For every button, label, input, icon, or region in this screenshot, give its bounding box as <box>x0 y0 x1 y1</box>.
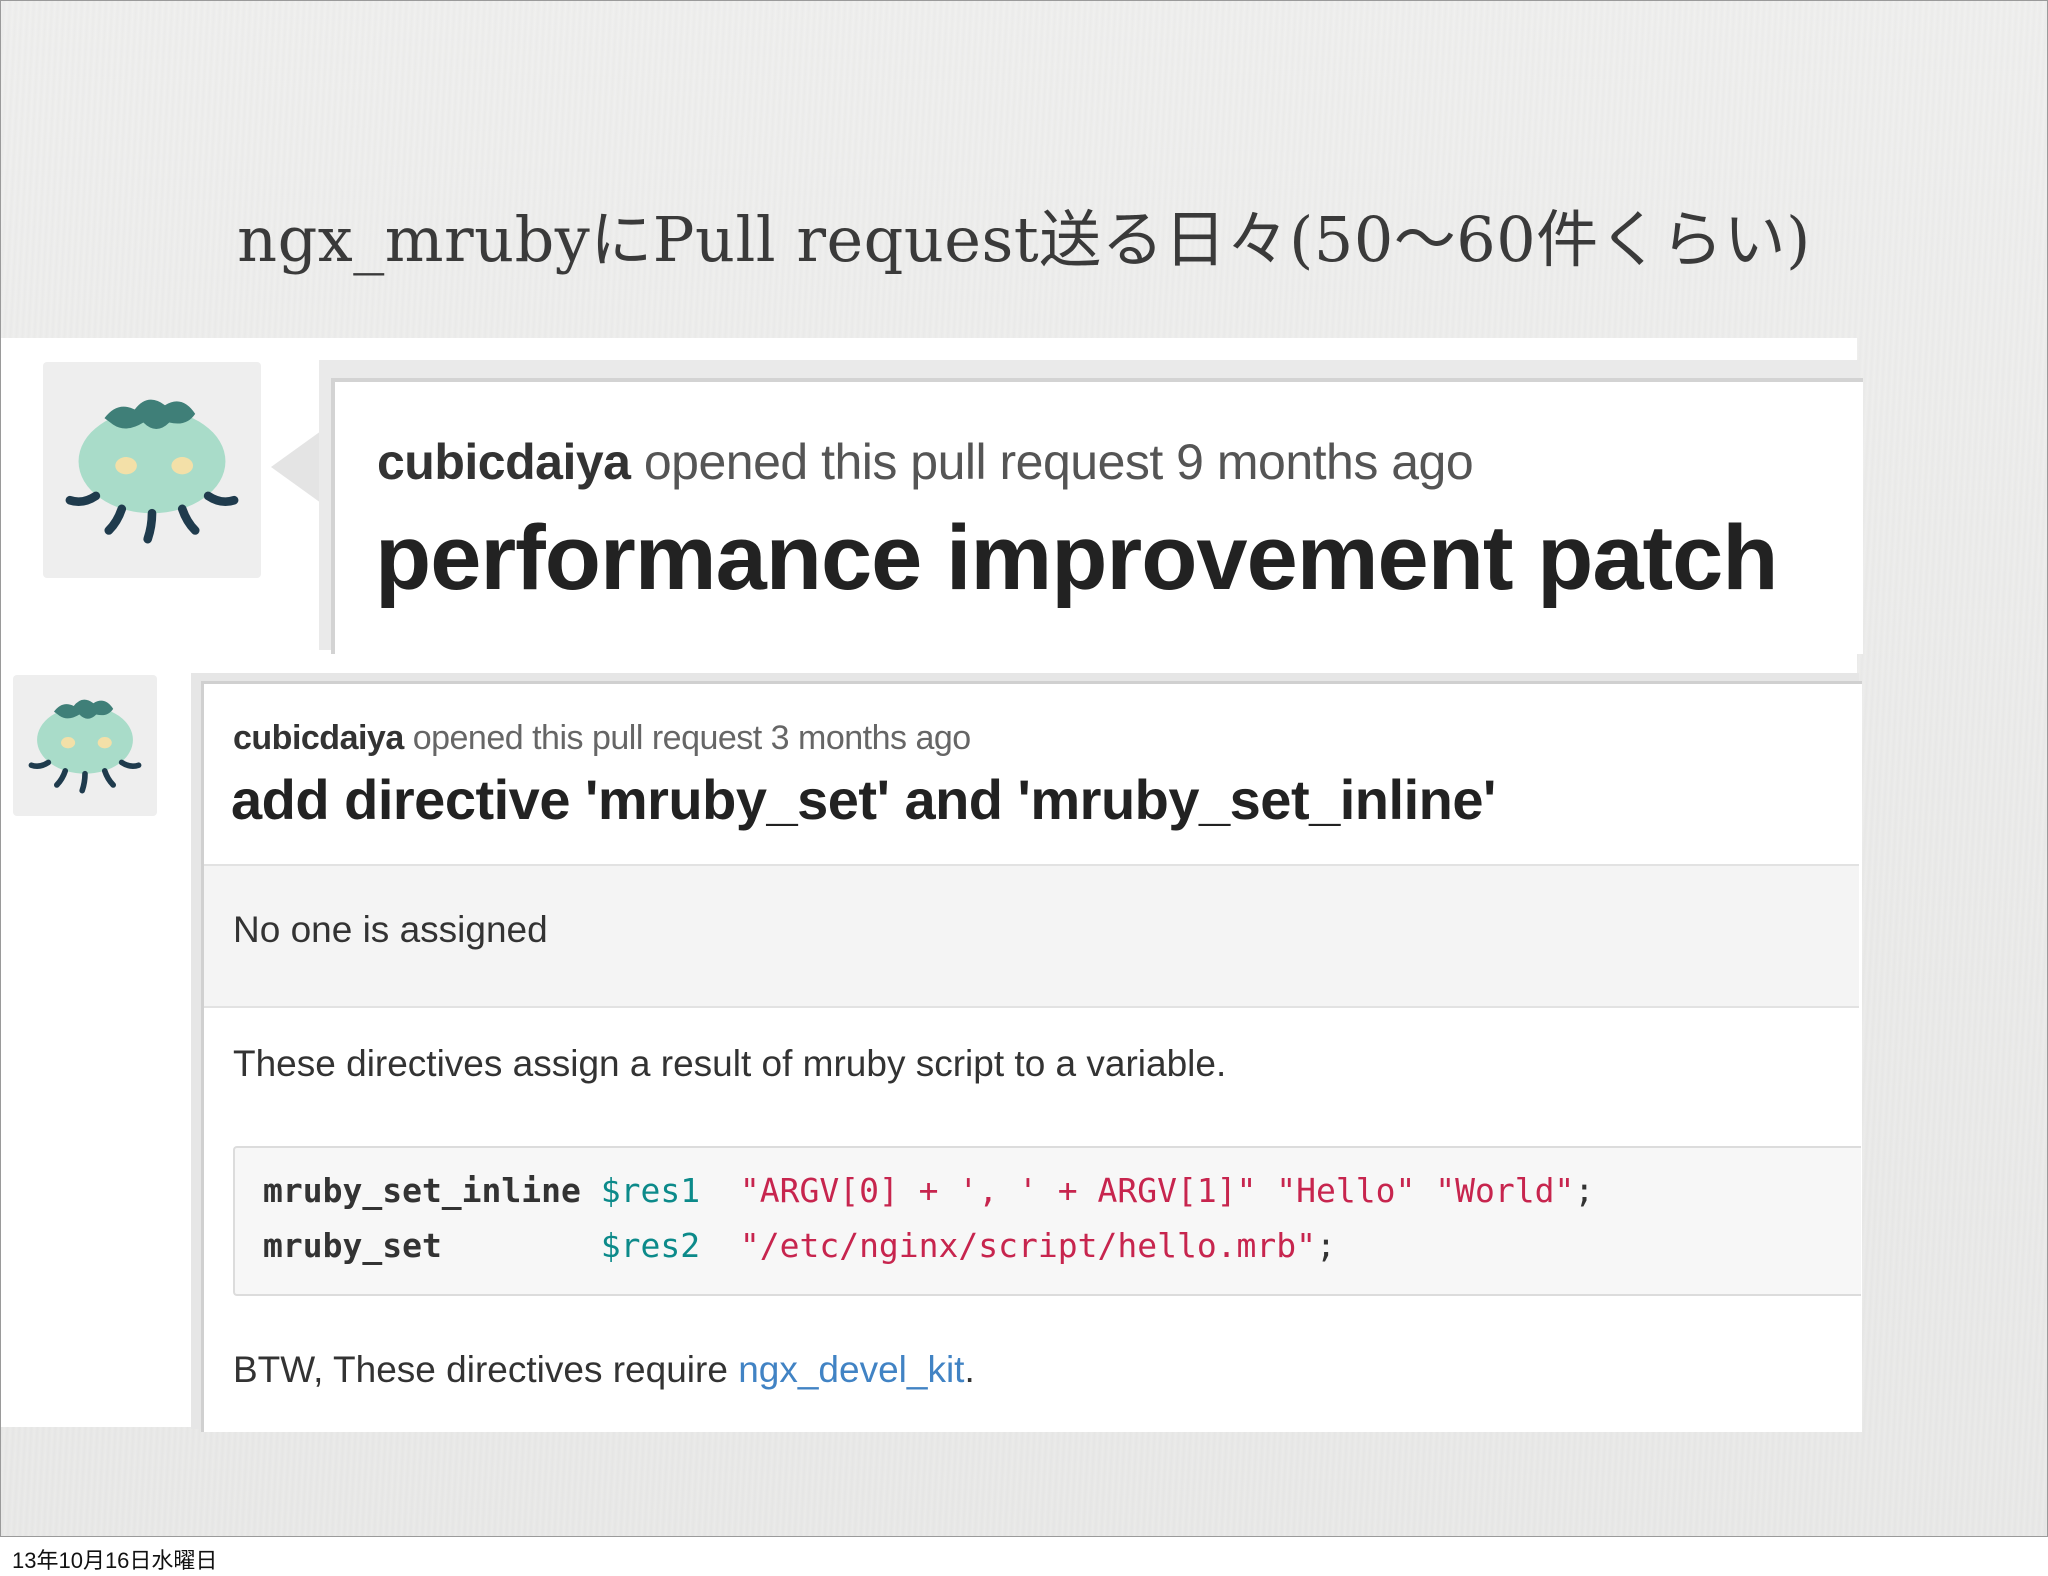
pr2-avatar[interactable] <box>13 675 157 816</box>
code-args: "ARGV[0] + ', ' + ARGV[1]" "Hello" "Worl… <box>739 1171 1575 1210</box>
btw-prefix: BTW, These directives require <box>233 1349 739 1390</box>
code-block <box>233 1146 1861 1296</box>
code-terminator: ; <box>1574 1171 1595 1210</box>
btw-suffix: . <box>964 1349 975 1390</box>
code-terminator: ; <box>1316 1226 1336 1265</box>
btw-note: BTW, These directives require ngx_devel_… <box>233 1349 975 1391</box>
code-args: "/etc/nginx/script/hello.mrb" <box>739 1226 1317 1265</box>
code-variable: $res2 <box>600 1226 701 1265</box>
code-variable: $res1 <box>600 1171 701 1210</box>
pr1-speech-arrow <box>271 431 321 503</box>
jellyfish-avatar-icon <box>28 699 142 794</box>
pr1-author-link[interactable]: cubicdaiya <box>377 434 631 490</box>
code-directive: mruby_set_inline <box>263 1171 581 1210</box>
pr2-title: add directive 'mruby_set' and 'mruby_set… <box>231 768 1496 831</box>
pr1-card <box>331 378 1863 654</box>
pr1-meta: cubicdaiya opened this pull request 9 mo… <box>377 433 1474 491</box>
pr2-card <box>201 681 1862 1432</box>
assignee-bar <box>204 864 1859 1008</box>
pr1-meta-text: opened this pull request 9 months ago <box>643 434 1474 490</box>
slide-title: ngx_mrubyにPull request送る日々(50〜60件くらい) <box>237 203 1811 276</box>
pr1-avatar[interactable] <box>43 362 261 578</box>
ngx-devel-kit-link[interactable]: ngx_devel_kit <box>738 1349 965 1390</box>
pr2-author-link[interactable]: cubicdaiya <box>233 719 404 757</box>
pr1-title: performance improvement patch <box>375 507 1778 609</box>
code-directive: mruby_set <box>263 1226 442 1265</box>
jellyfish-avatar-icon <box>65 399 239 544</box>
assignee-text[interactable]: No one is assigned <box>233 909 548 950</box>
pr2-meta-text: opened this pull request 3 months ago <box>412 719 972 757</box>
code-line-2: mruby_set $res2 "/etc/nginx/script/hello… <box>263 1226 1336 1265</box>
pr2-meta: cubicdaiya opened this pull request 3 mo… <box>233 719 971 758</box>
code-line-1: mruby_set_inline $res1 "ARGV[0] + ', ' +… <box>263 1171 1594 1210</box>
pr-description: These directives assign a result of mrub… <box>233 1043 1227 1084</box>
slide: ngx_mrubyにPull request送る日々(50〜60件くらい) cu… <box>0 0 2048 1537</box>
footer-date: 13年10月16日水曜日 <box>12 1548 218 1573</box>
